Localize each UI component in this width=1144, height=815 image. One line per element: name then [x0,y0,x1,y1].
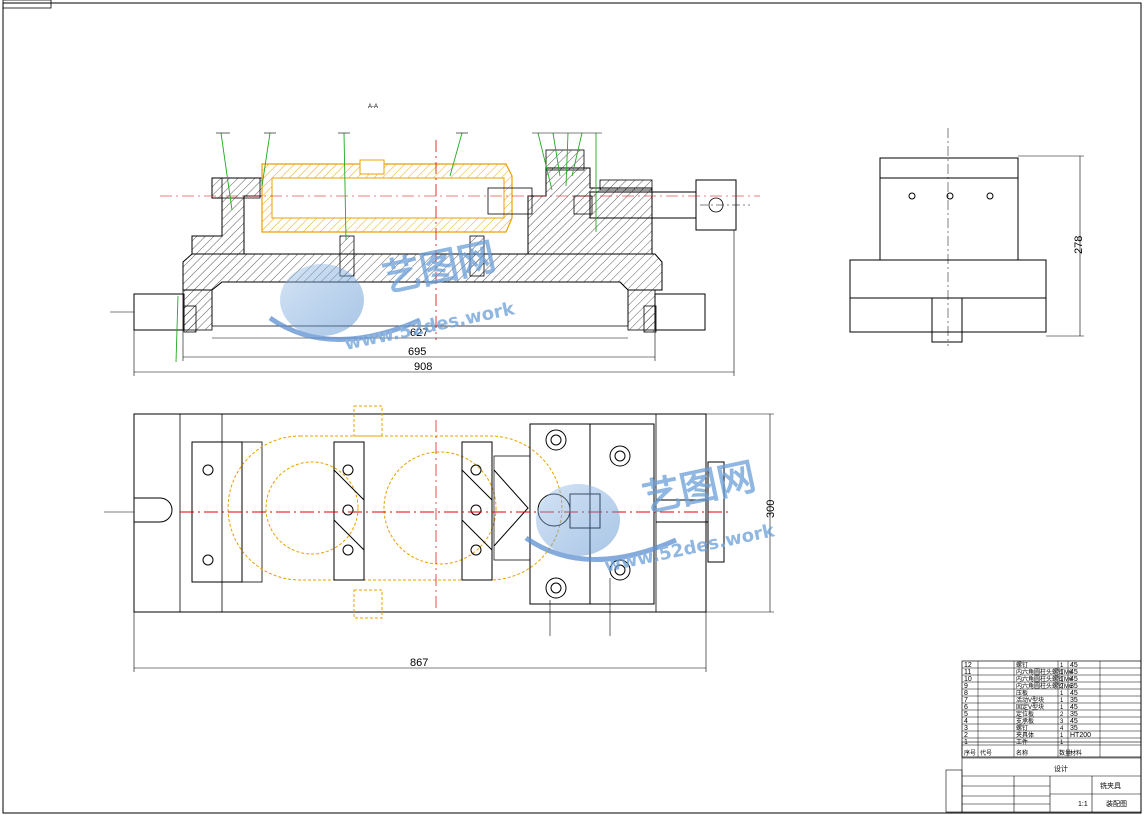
bom-qty: 2 [1060,684,1064,690]
bom-qty: 1 [1060,691,1064,697]
bom-no: 5 [964,711,968,718]
dim-inner-length: 627 [410,327,428,339]
bom-qty: 4 [1060,726,1064,732]
bom-material: 45 [1070,676,1078,683]
bom-no: 8 [964,690,968,697]
bom-name: 内六角圆柱头螺钉M6 [1016,682,1073,690]
bom-name: 定位板 [1016,710,1034,718]
bom-material: 45 [1070,690,1078,697]
bom-qty: 2 [1060,712,1064,718]
bom-no: 1 [964,739,968,746]
bom-material: 45 [1070,662,1078,669]
bom-header-cell: 序号 [964,749,976,757]
bom-material: 45 [1070,669,1078,676]
bom-qty: 1 [1060,677,1064,683]
watermark-site-left: www.52des.work [343,298,518,355]
watermark-site-right: www.52des.work [603,520,778,577]
dim-side-height: 278 [1073,236,1085,254]
title-design-label: 设计 [1054,764,1068,773]
watermark-brand-left: 艺图网 [379,234,500,301]
bom-name: 固定V型块 [1016,703,1044,711]
bom-header-cell: 材料 [1070,749,1082,757]
dim-plan-length: 867 [410,657,428,669]
title-sheet-label: 装配图 [1106,799,1127,808]
bom-material: 35 [1070,711,1078,718]
bom-material: HT200 [1070,732,1091,739]
plan-view: 867 300 [104,405,777,672]
bom-name: 内六角圆柱头螺钉M6 [1016,675,1073,683]
bom-material: 35 [1070,683,1078,690]
bom-name: 螺钉 [1016,724,1028,732]
bom-no: 2 [964,732,968,739]
bom-qty: 1 [1060,663,1064,669]
bom-material: 35 [1070,725,1078,732]
bom-name: 螺钉 [1016,661,1028,669]
bom-qty: 1 [1060,698,1064,704]
bom-no: 11 [964,669,971,676]
bom-no: 9 [964,683,968,690]
dim-plan-width: 300 [765,500,777,518]
dim-mid-length: 695 [408,346,426,358]
dim-overall-length: 908 [414,361,432,373]
bom-name: 内六角圆柱头螺钉M6 [1016,668,1073,676]
bom-no: 6 [964,704,968,711]
bom-qty: 1 [1060,705,1064,711]
watermark-brand-right: 艺图网 [639,454,760,521]
side-view [849,128,1084,346]
title-drawing-name: 铣夹具 [1100,781,1121,790]
watermark-right: 艺图网 www.52des.work [524,454,778,577]
bom-material: 45 [1070,718,1078,725]
bom-qty: 3 [1060,719,1064,725]
bom-name: 压板 [1016,689,1028,697]
bom-qty: 1 [1060,733,1064,739]
bom-name: 支承板 [1016,717,1034,725]
bom-material: 45 [1070,704,1078,711]
bom-header-cell: 数量 [1059,749,1071,757]
title-scale: 1:1 [1078,801,1088,808]
bom-name: 夹具体 [1016,731,1034,739]
bom-no: 3 [964,725,968,732]
title-block [945,741,1142,813]
bom-no: 10 [964,676,972,683]
bom-no: 12 [964,662,972,669]
bom-qty: 1 [1060,670,1064,676]
section-label: A-A [368,104,378,110]
bom-no: 4 [964,718,968,725]
bom-name: 活动V型块 [1016,696,1044,704]
bom-qty: 1 [1060,740,1064,746]
bom-header-cell: 名称 [1016,749,1028,757]
bom-material: 35 [1070,697,1078,704]
bom-no: 7 [964,697,968,704]
watermark-left: 艺图网 www.52des.work [268,234,518,355]
bom-header-cell: 代号 [980,749,992,757]
